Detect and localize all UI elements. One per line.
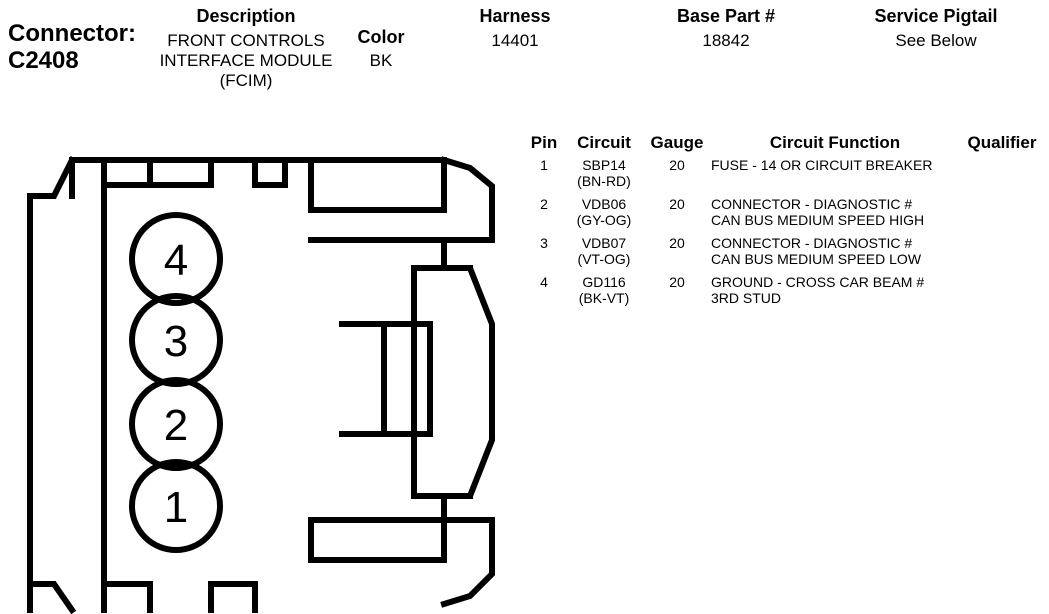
circuit-color: (BK-VT) <box>578 290 630 306</box>
harness-header: Harness <box>479 6 551 26</box>
table-row-function: GROUND - CROSS CAR BEAM # 3RD STUD <box>711 274 981 306</box>
circuit-code: GD116 <box>582 274 626 290</box>
service-pigtail-header: Service Pigtail <box>874 6 998 26</box>
qualifier-column-header: Qualifier <box>967 133 1037 152</box>
pin-cavity-1 <box>129 459 223 553</box>
circuit-color: (VT-OG) <box>577 251 631 267</box>
gauge-column-header: Gauge <box>650 133 704 152</box>
pin-cavity-2 <box>129 377 223 471</box>
description-line: INTERFACE MODULE <box>159 51 333 70</box>
connector-top-key <box>147 157 214 188</box>
harness-value: 14401 <box>491 31 539 50</box>
pin-label-2: 2 <box>164 401 188 450</box>
connector-latch-lower <box>308 517 447 563</box>
pin-cavity-3 <box>129 293 223 387</box>
table-row-gauge: 20 <box>669 274 685 290</box>
circuit-color: (BN-RD) <box>577 173 631 189</box>
connector-latch-upper-outer <box>440 156 495 243</box>
table-row-circuit: SBP14 (BN-RD) <box>562 157 646 189</box>
description-value: FRONT CONTROLS INTERFACE MODULE (FCIM) <box>140 31 352 91</box>
connector-bottom-key-2 <box>208 581 258 613</box>
function-line: CAN BUS MEDIUM SPEED LOW <box>711 251 922 267</box>
table-row-circuit: GD116 (BK-VT) <box>562 274 646 306</box>
table-row-gauge: 20 <box>669 157 685 173</box>
table-row-circuit: VDB07 (VT-OG) <box>562 235 646 267</box>
description-header: Description <box>196 6 296 26</box>
circuit-color: (GY-OG) <box>576 212 632 228</box>
table-row-pin: 3 <box>540 235 548 251</box>
function-line: GROUND - CROSS CAR BEAM # <box>711 274 925 290</box>
function-line: CAN BUS MEDIUM SPEED HIGH <box>711 212 925 228</box>
table-row-function: FUSE - 14 OR CIRCUIT BREAKER <box>711 157 981 173</box>
connector-left-flange <box>27 155 77 613</box>
pin-column-header: Pin <box>530 133 558 152</box>
table-row-function: CONNECTOR - DIAGNOSTIC # CAN BUS MEDIUM … <box>711 235 981 267</box>
connector-inner-top <box>101 157 153 188</box>
pin-cavity-4 <box>129 212 223 306</box>
connector-lock-ramp <box>441 237 495 523</box>
circuit-code: SBP14 <box>582 157 626 173</box>
function-line: 3RD STUD <box>711 290 782 306</box>
table-row-pin: 1 <box>540 157 548 173</box>
connector-label: Connector: <box>8 20 136 47</box>
connector-bottom-key <box>101 581 153 613</box>
function-line: CONNECTOR - DIAGNOSTIC # <box>711 196 913 212</box>
description-line: FRONT CONTROLS <box>167 31 325 50</box>
base-part-value: 18842 <box>702 31 750 50</box>
table-row-gauge: 20 <box>669 196 685 212</box>
pin-label-4: 4 <box>164 236 188 285</box>
circuit-code: VDB06 <box>581 196 627 212</box>
table-row-circuit: VDB06 (GY-OG) <box>562 196 646 228</box>
circuit-function-column-header: Circuit Function <box>769 133 901 152</box>
connector-bottom-left <box>27 581 77 614</box>
function-line: FUSE - 14 OR CIRCUIT BREAKER <box>711 157 933 173</box>
description-line: (FCIM) <box>219 71 273 90</box>
service-pigtail-value: See Below <box>895 31 977 50</box>
connector-latch-lower-outer <box>440 517 495 608</box>
circuit-column-header: Circuit <box>577 133 631 152</box>
table-row-function: CONNECTOR - DIAGNOSTIC # CAN BUS MEDIUM … <box>711 196 981 228</box>
color-header: Color <box>357 27 405 47</box>
connector-latch-upper <box>308 157 447 213</box>
connector-top-key-small <box>252 157 288 188</box>
table-row-gauge: 20 <box>669 235 685 251</box>
pin-label-1: 1 <box>164 483 188 532</box>
table-row-pin: 2 <box>540 196 548 212</box>
connector-inner-body <box>101 157 153 613</box>
table-row-pin: 4 <box>540 274 548 290</box>
connector-id: C2408 <box>8 47 79 74</box>
pin-label-3: 3 <box>164 317 188 366</box>
color-value: BK <box>369 51 393 70</box>
base-part-header: Base Part # <box>676 6 776 26</box>
function-line: CONNECTOR - DIAGNOSTIC # <box>711 235 913 251</box>
circuit-code: VDB07 <box>581 235 627 251</box>
